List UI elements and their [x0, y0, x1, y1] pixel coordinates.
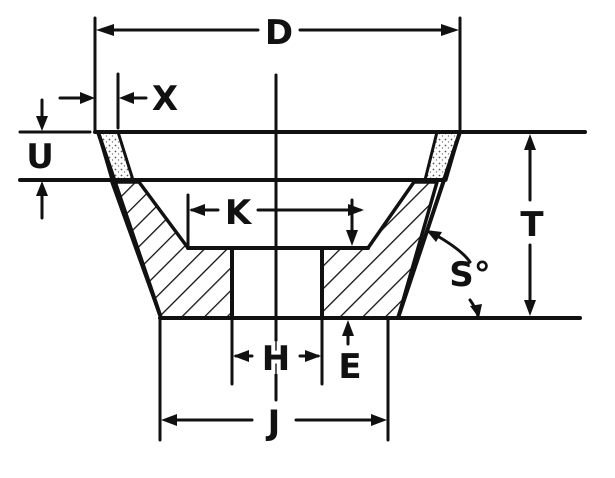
- dimension-j: J: [158, 318, 390, 443]
- wheel-outline: [18, 130, 587, 320]
- dimension-d: D: [93, 13, 462, 132]
- dimension-u: U: [26, 98, 54, 220]
- right-abrasive-rim: [423, 130, 462, 182]
- label-e: E: [338, 347, 361, 387]
- dimension-k: K: [186, 193, 364, 248]
- label-t: T: [520, 205, 544, 245]
- dimension-s-angle: S°: [426, 230, 491, 318]
- label-d: D: [265, 13, 293, 53]
- label-s: S°: [449, 255, 491, 295]
- left-abrasive-rim: [96, 130, 136, 182]
- dimension-t: T: [520, 134, 544, 316]
- label-h: H: [262, 339, 290, 379]
- dimension-e: E: [338, 320, 362, 387]
- label-u: U: [26, 137, 54, 177]
- label-x: X: [152, 79, 178, 119]
- label-k: K: [225, 193, 253, 233]
- dimension-x: X: [58, 72, 178, 130]
- label-j: J: [266, 403, 281, 443]
- dimension-h: H: [230, 318, 324, 386]
